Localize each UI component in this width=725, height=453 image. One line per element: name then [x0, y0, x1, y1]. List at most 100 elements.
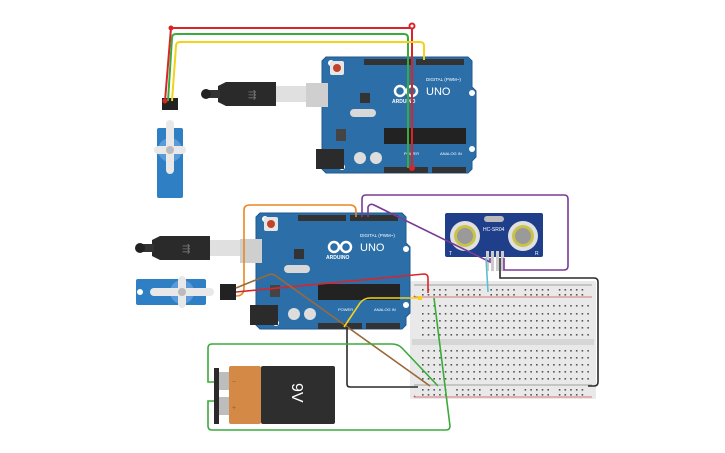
breadboard-hole[interactable]	[507, 350, 510, 352]
breadboard-hole[interactable]	[433, 294, 435, 296]
breadboard-hole[interactable]	[553, 364, 555, 366]
breadboard-hole[interactable]	[581, 378, 584, 380]
breadboard-hole[interactable]	[439, 327, 441, 329]
breadboard-hole[interactable]	[427, 320, 430, 322]
breadboard-hole[interactable]	[553, 327, 555, 329]
breadboard-hole[interactable]	[547, 357, 549, 359]
breadboard-hole[interactable]	[541, 334, 544, 336]
breadboard-hole[interactable]	[456, 327, 458, 329]
breadboard-hole[interactable]	[473, 350, 475, 352]
breadboard-hole[interactable]	[439, 313, 441, 315]
breadboard-hole[interactable]	[524, 334, 527, 336]
breadboard-hole[interactable]	[433, 289, 435, 291]
breadboard-hole[interactable]	[490, 389, 492, 391]
usb-cable-top[interactable]: ⇶	[201, 82, 306, 106]
breadboard-hole[interactable]	[484, 378, 487, 380]
breadboard-hole[interactable]	[422, 294, 424, 296]
breadboard-hole[interactable]	[547, 394, 549, 396]
breadboard-hole[interactable]	[467, 389, 470, 391]
breadboard-hole[interactable]	[461, 364, 464, 366]
breadboard-hole[interactable]	[507, 357, 510, 359]
breadboard-hole[interactable]	[467, 289, 470, 291]
breadboard-hole[interactable]	[575, 294, 578, 296]
breadboard-hole[interactable]	[541, 294, 544, 296]
breadboard-hole[interactable]	[553, 313, 555, 315]
breadboard-hole[interactable]	[536, 327, 538, 329]
breadboard-hole[interactable]	[450, 327, 453, 329]
breadboard-hole[interactable]	[553, 357, 555, 359]
breadboard-hole[interactable]	[490, 327, 492, 329]
breadboard-hole[interactable]	[524, 357, 527, 359]
breadboard-hole[interactable]	[496, 289, 498, 291]
breadboard-hole[interactable]	[547, 294, 549, 296]
breadboard-hole[interactable]	[439, 320, 441, 322]
breadboard-hole[interactable]	[507, 313, 510, 315]
breadboard-hole[interactable]	[553, 371, 555, 373]
wire-green[interactable]	[167, 33, 409, 168]
breadboard-hole[interactable]	[524, 320, 527, 322]
breadboard-hole[interactable]	[444, 350, 447, 352]
breadboard-hole[interactable]	[547, 364, 549, 366]
breadboard-hole[interactable]	[541, 289, 544, 291]
breadboard-hole[interactable]	[501, 334, 504, 336]
breadboard-hole[interactable]	[501, 313, 504, 315]
breadboard-hole[interactable]	[427, 350, 430, 352]
breadboard-hole[interactable]	[513, 378, 515, 380]
breadboard-hole[interactable]	[444, 378, 447, 380]
breadboard-hole[interactable]	[479, 364, 481, 366]
breadboard-hole[interactable]	[456, 305, 458, 307]
breadboard-hole[interactable]	[564, 350, 567, 352]
breadboard-hole[interactable]	[501, 371, 504, 373]
breadboard-hole[interactable]	[484, 350, 487, 352]
breadboard-hole[interactable]	[490, 350, 492, 352]
breadboard-hole[interactable]	[479, 371, 481, 373]
breadboard-hole[interactable]	[450, 357, 453, 359]
breadboard-hole[interactable]	[490, 371, 492, 373]
breadboard-hole[interactable]	[473, 364, 475, 366]
breadboard-hole[interactable]	[456, 334, 458, 336]
breadboard-hole[interactable]	[587, 327, 589, 329]
breadboard-hole[interactable]	[507, 378, 510, 380]
breadboard-hole[interactable]	[547, 320, 549, 322]
breadboard-hole[interactable]	[444, 289, 447, 291]
breadboard-hole[interactable]	[507, 294, 510, 296]
breadboard-hole[interactable]	[484, 357, 487, 359]
breadboard-hole[interactable]	[467, 394, 470, 396]
breadboard-hole[interactable]	[536, 371, 538, 373]
breadboard-hole[interactable]	[558, 294, 561, 296]
breadboard-hole[interactable]	[541, 371, 544, 373]
breadboard-hole[interactable]	[541, 389, 544, 391]
breadboard-hole[interactable]	[422, 389, 424, 391]
breadboard-hole[interactable]	[524, 350, 527, 352]
breadboard-hole[interactable]	[484, 320, 487, 322]
breadboard-hole[interactable]	[490, 294, 492, 296]
breadboard-hole[interactable]	[450, 305, 453, 307]
breadboard-hole[interactable]	[496, 313, 498, 315]
breadboard-hole[interactable]	[541, 394, 544, 396]
wire-red[interactable]	[164, 27, 413, 168]
breadboard-hole[interactable]	[450, 350, 453, 352]
breadboard-hole[interactable]	[467, 350, 470, 352]
breadboard-hole[interactable]	[581, 294, 584, 296]
breadboard-hole[interactable]	[513, 305, 515, 307]
breadboard-hole[interactable]	[558, 389, 561, 391]
breadboard-hole[interactable]	[433, 378, 435, 380]
breadboard-hole[interactable]	[501, 364, 504, 366]
breadboard-hole[interactable]	[444, 327, 447, 329]
breadboard-hole[interactable]	[530, 394, 532, 396]
breadboard-hole[interactable]	[570, 289, 572, 291]
breadboard-hole[interactable]	[422, 327, 424, 329]
breadboard-hole[interactable]	[541, 364, 544, 366]
breadboard-hole[interactable]	[507, 364, 510, 366]
breadboard-hole[interactable]	[456, 289, 458, 291]
breadboard-hole[interactable]	[575, 364, 578, 366]
breadboard-hole[interactable]	[581, 350, 584, 352]
breadboard-hole[interactable]	[501, 294, 504, 296]
breadboard-hole[interactable]	[479, 305, 481, 307]
breadboard-hole[interactable]	[541, 313, 544, 315]
breadboard-hole[interactable]	[479, 378, 481, 380]
breadboard-hole[interactable]	[518, 357, 521, 359]
breadboard-hole[interactable]	[570, 305, 572, 307]
breadboard-hole[interactable]	[570, 394, 572, 396]
breadboard-hole[interactable]	[456, 364, 458, 366]
